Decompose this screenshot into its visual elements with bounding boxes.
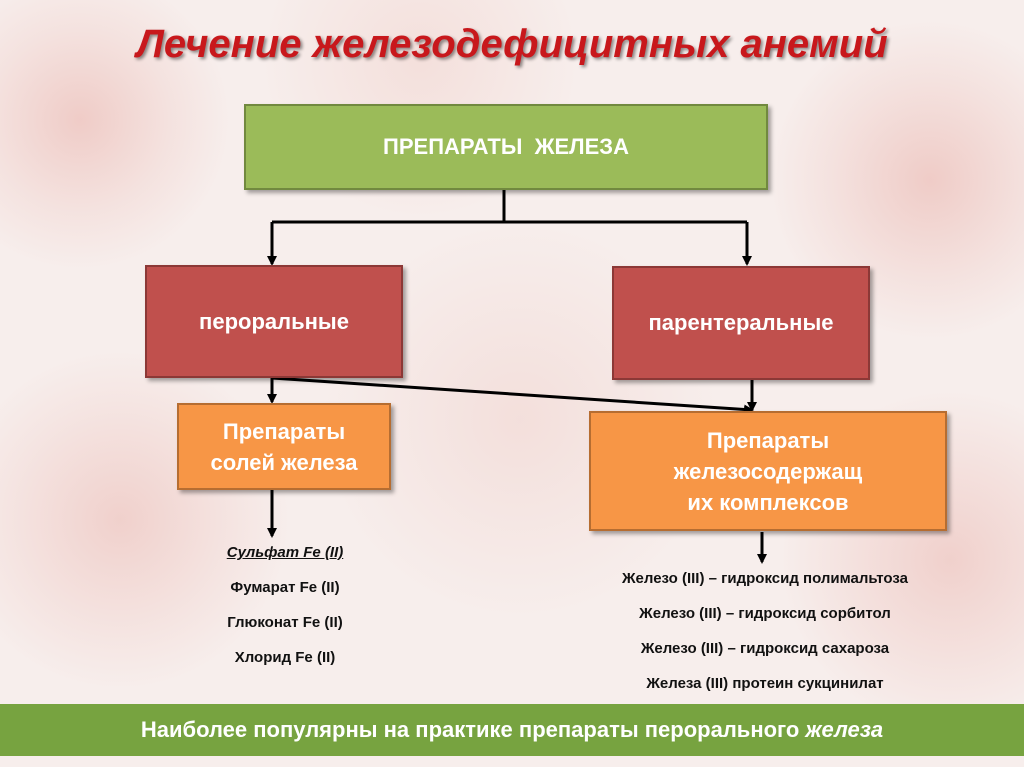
list-item: Железо (III) – гидроксид полимальтоза [621,570,909,587]
iron-preparations-box: ПРЕПАРАТЫ ЖЕЛЕЗА [244,104,768,190]
list-item: Сульфат Fe (II) [226,544,344,561]
iron-complexes-box: Препараты железосодержащ их комплексов [589,411,947,531]
list-item: Фумарат Fe (II) [230,579,340,596]
arrow-oral-to-complexes [271,376,754,415]
iron-salts-line-1: Препараты [222,418,346,444]
oral-box: пероральные [145,265,403,378]
iron-preparations-label: ПРЕПАРАТЫ ЖЕЛЕЗА [383,134,629,159]
parenteral-label: парентеральные [648,310,834,335]
page-title: Лечение железодефицитных анемий [136,22,888,66]
parenteral-drug-list: Железо (III) – гидроксид полимальтоза Же… [555,561,975,701]
iron-complexes-line-2: железосодержащ [673,458,863,484]
list-item: Хлорид Fe (II) [234,649,336,666]
iron-salts-line-2: солей железа [210,449,358,475]
iron-complexes-line-3: их комплексов [687,489,849,515]
footer-banner: Наиболее популярны на практике препараты… [0,704,1024,756]
footer-text: Наиболее популярны на практике препараты… [140,717,800,742]
footer-emphasis: железа [805,717,884,742]
list-item: Железо (III) – гидроксид сорбитол [639,605,891,622]
iron-salts-box: Препараты солей железа [177,403,391,490]
list-item: Железа (III) протеин сукцинилат [646,675,884,692]
list-item: Железо (III) – гидроксид сахароза [640,640,890,657]
parenteral-box: парентеральные [612,266,870,380]
list-item: Глюконат Fe (II) [227,614,343,631]
oral-drug-list: Сульфат Fe (II) Фумарат Fe (II) Глюконат… [170,535,400,675]
oral-label: пероральные [199,308,349,334]
iron-complexes-line-1: Препараты [706,427,830,453]
